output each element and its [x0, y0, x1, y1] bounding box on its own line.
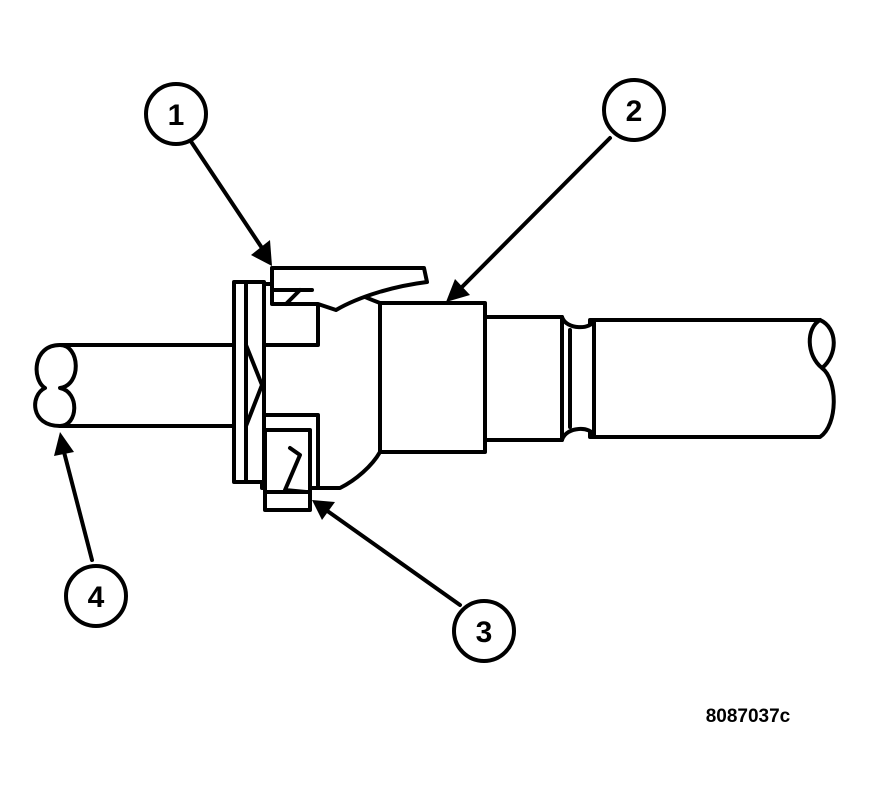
figure-id: 8087037c	[706, 706, 791, 727]
flange-ring	[232, 280, 266, 484]
tube-neck	[483, 315, 596, 442]
release-tab	[270, 266, 429, 312]
latch-window	[263, 428, 312, 512]
connector-housing	[378, 301, 487, 454]
callout-2: 2	[602, 78, 666, 142]
left-tube	[33, 343, 236, 428]
callout-3-label: 3	[476, 616, 493, 649]
callout-1-label: 1	[168, 99, 185, 132]
callout-2-label: 2	[626, 95, 643, 128]
leader-arrows	[54, 136, 612, 607]
callout-1: 1	[144, 82, 208, 146]
callout-4: 4	[64, 564, 128, 628]
callout-4-label: 4	[88, 581, 105, 614]
right-tube	[588, 318, 836, 439]
callout-3: 3	[452, 599, 516, 663]
